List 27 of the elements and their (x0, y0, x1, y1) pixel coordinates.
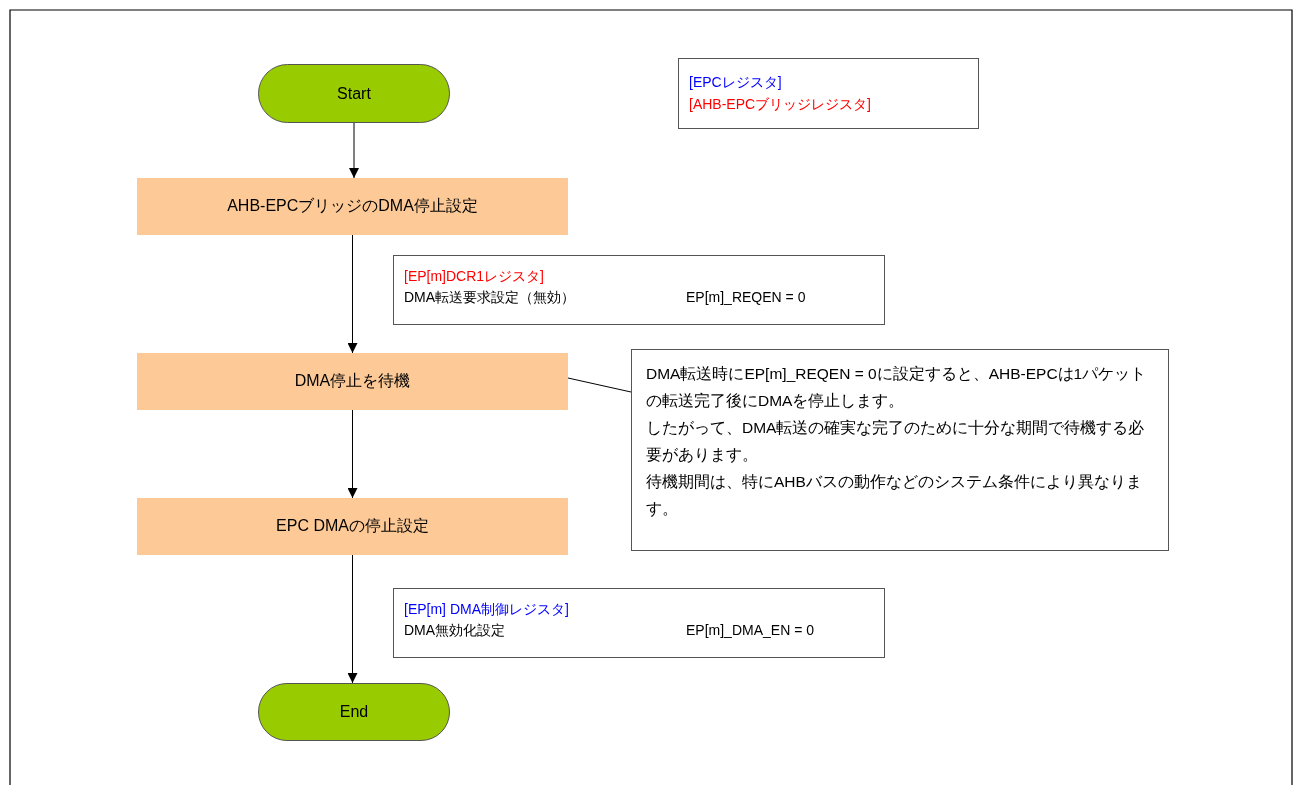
arrow (347, 554, 358, 684)
setting-label: DMA無効化設定 (404, 621, 506, 640)
step-label: Start (337, 84, 371, 103)
register-box (393, 588, 885, 658)
register-heading: [EP[m]DCR1レジスタ] (404, 267, 544, 286)
process-box (137, 353, 568, 410)
note-box (631, 349, 1169, 551)
process-box (137, 178, 568, 235)
step-label: End (339, 703, 369, 721)
step-label: EPC DMAの停止設定 (276, 516, 429, 536)
arrow (347, 409, 358, 499)
legend-text: [AHB-EPCブリッジレジスタ] (689, 95, 871, 114)
step-label: DMA停止を待機 (294, 371, 411, 391)
step-label: AHB-EPCブリッジのDMA停止設定 (227, 196, 478, 216)
register-heading: [EP[m] DMA制御レジスタ] (404, 600, 569, 619)
leader-line (567, 377, 632, 393)
register-value: EP[m]_REQEN = 0 (686, 288, 806, 307)
legend-text: [EPCレジスタ] (689, 73, 782, 92)
note-text: DMA転送時にEP[m]_REQEN = 0に設定すると、AHB-EPCは1パケットの転送完了後にDMAを停止します。 (646, 364, 1148, 411)
setting-label: DMA転送要求設定（無効） (404, 288, 576, 307)
note-text: したがって、DMA転送の確実な完了のために十分な期間で待機する必要があります。 (646, 418, 1146, 465)
arrow (349, 122, 359, 179)
register-value: EP[m]_DMA_EN = 0 (686, 621, 814, 640)
process-box (137, 498, 568, 555)
note-text: 待機期間は、特にAHBバスの動作などのシステム条件により異なります。 (646, 472, 1143, 519)
register-box (393, 255, 885, 325)
arrow (347, 234, 358, 354)
